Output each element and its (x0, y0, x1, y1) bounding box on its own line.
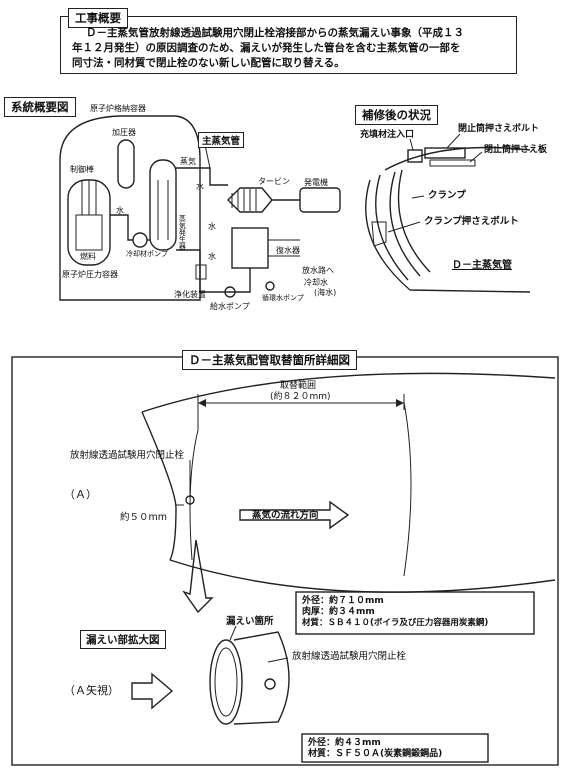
label-steam-generator: 蒸気発生器 (178, 215, 187, 250)
detail-pipe-top (141, 372, 556, 413)
feed-pump-shape (224, 286, 236, 298)
label-vessel: 原子炉圧力容器 (62, 270, 118, 279)
fuel-shape (75, 214, 103, 251)
label-fuel: 燃料 (80, 252, 96, 261)
range-label: 取替範囲 (280, 381, 317, 391)
closeup-plug-label: 放射線透過試験用穴閉止栓 (292, 651, 407, 662)
repair-pipe-upper-edge (384, 146, 531, 171)
leak-label: 漏えい箇所 (226, 616, 274, 627)
summary-title: 工事概要 (68, 8, 128, 28)
label-to-outlet: 放水路へ (302, 266, 334, 275)
label-stop-plate: 閉止筒押さえ板 (484, 145, 548, 155)
summary-line-2: 年１２月発生）の原因調査のため、漏えいが発生した管台を含む主蒸気管の一部を (72, 42, 461, 54)
detail-title: Ｄ－主蒸気配管取替箇所詳細図 (182, 350, 357, 370)
a-view-arrow (131, 672, 174, 710)
label-water-2: 水 (196, 182, 204, 191)
closeup-title: 漏えい部拡大図 (86, 634, 160, 646)
label-filler-inlet: 充填材注入口 (360, 130, 415, 140)
label-water-1: 水 (116, 206, 124, 215)
point-a-label: （Ａ） (64, 488, 97, 501)
label-control-rod: 制御棒 (70, 165, 94, 174)
label-turbine: タービン (258, 177, 290, 186)
condenser-shape (231, 227, 269, 269)
plug-cylinder-face (209, 639, 243, 725)
label-stop-bolt: 閉止筒押さえボルト (458, 124, 540, 134)
steam-generator-shape (149, 159, 177, 251)
clamp-bolt-shape (371, 221, 387, 247)
label-feed-pump: 給水ポンプ (210, 302, 250, 311)
generator-shape (299, 187, 341, 213)
summary-box (60, 16, 517, 74)
closeup-title-box: 漏えい部拡大図 (80, 630, 166, 649)
detail-pipe-bottom (169, 559, 556, 593)
repair-pipe-lower-edge (365, 179, 531, 293)
pipe-spec-1: 外径：約７１０mm (302, 596, 384, 606)
pipe-spec-2: 肉厚：約３４mm (302, 607, 375, 617)
plug-spec-box (301, 733, 489, 763)
label-water-3: 水 (208, 222, 216, 231)
coolant-pump-shape (132, 232, 148, 248)
flow-arrow (239, 500, 350, 530)
plug-label: 放射線透過試験用穴閉止栓 (70, 450, 185, 461)
label-clamp-bolt: クランプ押さえボルト (424, 216, 519, 227)
label-water-4: 水 (208, 252, 216, 261)
plug-spec-1: 外径：約４３mm (308, 738, 381, 748)
label-coolant-pump: 冷却材ポンプ (126, 250, 168, 258)
view-label: （Ａ矢視） (64, 684, 119, 697)
label-main-steam-pipe-text: 主蒸気管 (202, 136, 241, 147)
stop-plate-shape (429, 159, 476, 167)
system-title: 系統概要図 (4, 97, 76, 117)
summary-line-3: 同寸法・同材質で閉止栓のない新しい配管に取り替える。 (72, 57, 345, 69)
stop-bolt-shape (424, 147, 466, 159)
view-arrow (182, 539, 214, 614)
filler-inlet-shape (407, 149, 423, 163)
pressurizer-shape (117, 139, 135, 189)
repair-title: 補修後の状況 (355, 105, 438, 125)
label-seawater: (海水) (314, 288, 337, 297)
label-main-steam-pipe: 主蒸気管 (198, 132, 245, 148)
pipe-spec-3: 材質：ＳＢ４１０(ボイラ及び圧力容器用炭素鋼) (302, 618, 489, 628)
label-containment: 原子炉格納容器 (90, 104, 146, 113)
label-condenser: 復水器 (276, 246, 300, 255)
summary-line-1: Ｄ－主蒸気管放射線透過試験用穴閉止栓溶接部からの蒸気漏えい事象（平成１３ (86, 27, 464, 39)
range-value: (約８２０mm) (270, 392, 331, 402)
plug-spec-2: 材質：ＳＦ５０Ａ(炭素鋼鍛鋼品) (308, 749, 443, 759)
label-pressurizer: 加圧器 (112, 128, 136, 137)
label-circ-pump: 循環水ポンプ (262, 294, 304, 302)
label-pipe-name: Ｄ－主蒸気管 (452, 260, 512, 271)
label-demineralizer: 浄化装置 (174, 290, 206, 299)
pipe-spec-box (295, 591, 535, 635)
label-cooling-water: 冷却水 (304, 278, 328, 287)
plug-hole (264, 678, 276, 690)
label-generator: 発電機 (304, 178, 328, 187)
flow-label: 蒸気の流れ方向 (252, 510, 319, 521)
dist-label: 約５０mm (120, 512, 168, 523)
label-steam: 蒸気 (180, 157, 196, 166)
label-clamp: クランプ (428, 190, 466, 201)
